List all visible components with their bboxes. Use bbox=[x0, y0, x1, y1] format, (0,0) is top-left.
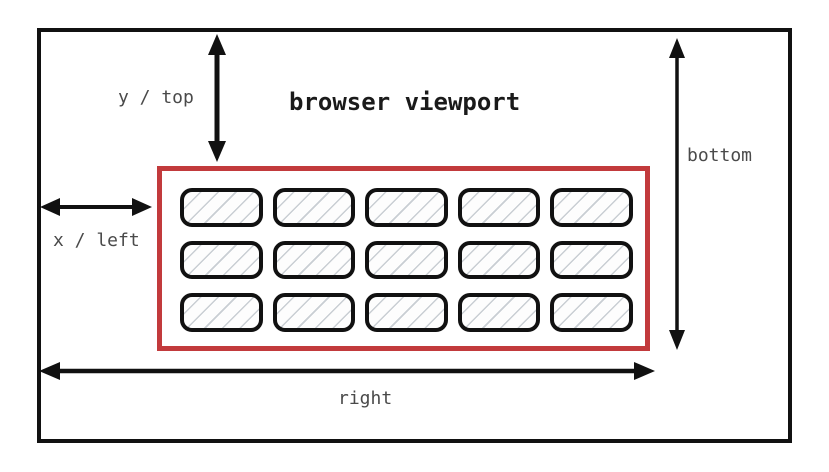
element-placeholder bbox=[365, 188, 448, 227]
element-placeholder bbox=[272, 188, 356, 227]
bottom-arrow bbox=[669, 38, 685, 350]
element-grid bbox=[180, 188, 633, 332]
element-placeholder bbox=[365, 293, 448, 332]
y-top-arrow bbox=[208, 34, 226, 162]
element-placeholder bbox=[180, 240, 263, 280]
bottom-label: bottom bbox=[687, 145, 753, 166]
element-placeholder bbox=[550, 188, 633, 227]
element-placeholder bbox=[457, 293, 541, 332]
diagram-title: browser viewport bbox=[289, 88, 521, 116]
element-placeholder bbox=[272, 293, 356, 332]
x-left-arrow bbox=[40, 198, 152, 216]
element-placeholder bbox=[550, 240, 633, 280]
element-placeholder bbox=[365, 240, 448, 280]
element-placeholder bbox=[272, 240, 356, 280]
element-placeholder bbox=[550, 293, 633, 332]
element-placeholder bbox=[180, 293, 263, 332]
element-placeholder bbox=[180, 188, 263, 227]
element-placeholder bbox=[457, 188, 541, 227]
x-left-label: x / left bbox=[53, 230, 140, 251]
right-label: right bbox=[338, 388, 393, 409]
y-top-label: y / top bbox=[118, 87, 194, 108]
element-placeholder bbox=[457, 240, 541, 280]
right-arrow bbox=[39, 362, 655, 380]
